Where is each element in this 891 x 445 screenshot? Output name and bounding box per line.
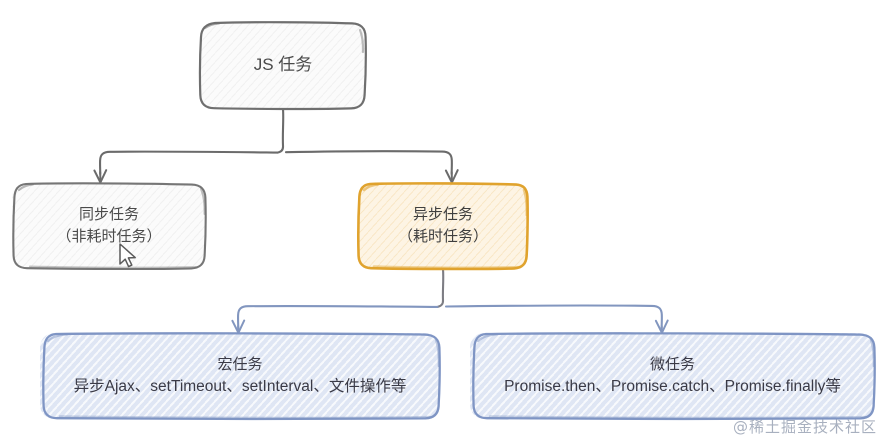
arrowhead-js-async — [444, 169, 459, 184]
edge-async-split — [238, 269, 444, 305]
micro-task-node[interactable]: 微任务 Promise.then、Promise.catch、Promise.f… — [470, 333, 875, 419]
macro-task-sublabel: 异步Ajax、setTimeout、setInterval、文件操作等 — [73, 377, 407, 395]
js-task-node[interactable]: JS 任务 — [200, 22, 366, 109]
macro-task-label: 宏任务 — [217, 355, 263, 373]
arrowhead-async-micro — [654, 319, 669, 334]
sync-task-node[interactable]: 同步任务 （非耗时任务） — [12, 183, 206, 269]
macro-task-node[interactable]: 宏任务 异步Ajax、setTimeout、setInterval、文件操作等 — [40, 333, 440, 419]
sync-task-label: 同步任务 — [78, 206, 139, 224]
micro-task-label: 微任务 — [649, 355, 695, 373]
watermark: @稀土掘金技术社区 — [732, 418, 877, 436]
async-task-sublabel: （耗时任务） — [397, 228, 488, 245]
arrowhead-async-macro — [231, 319, 246, 334]
async-task-node[interactable]: 异步任务 （耗时任务） — [358, 183, 528, 269]
js-task-label: JS 任务 — [253, 55, 313, 75]
edge-async-macro-micro — [236, 267, 663, 330]
arrowhead-js-sync — [93, 169, 108, 184]
micro-task-sublabel: Promise.then、Promise.catch、Promise.final… — [504, 377, 841, 395]
edge-js-split — [98, 107, 453, 176]
async-task-label: 异步任务 — [412, 206, 473, 224]
sync-task-sublabel: （非耗时任务） — [56, 228, 162, 245]
mouse-pointer-icon — [119, 243, 136, 268]
